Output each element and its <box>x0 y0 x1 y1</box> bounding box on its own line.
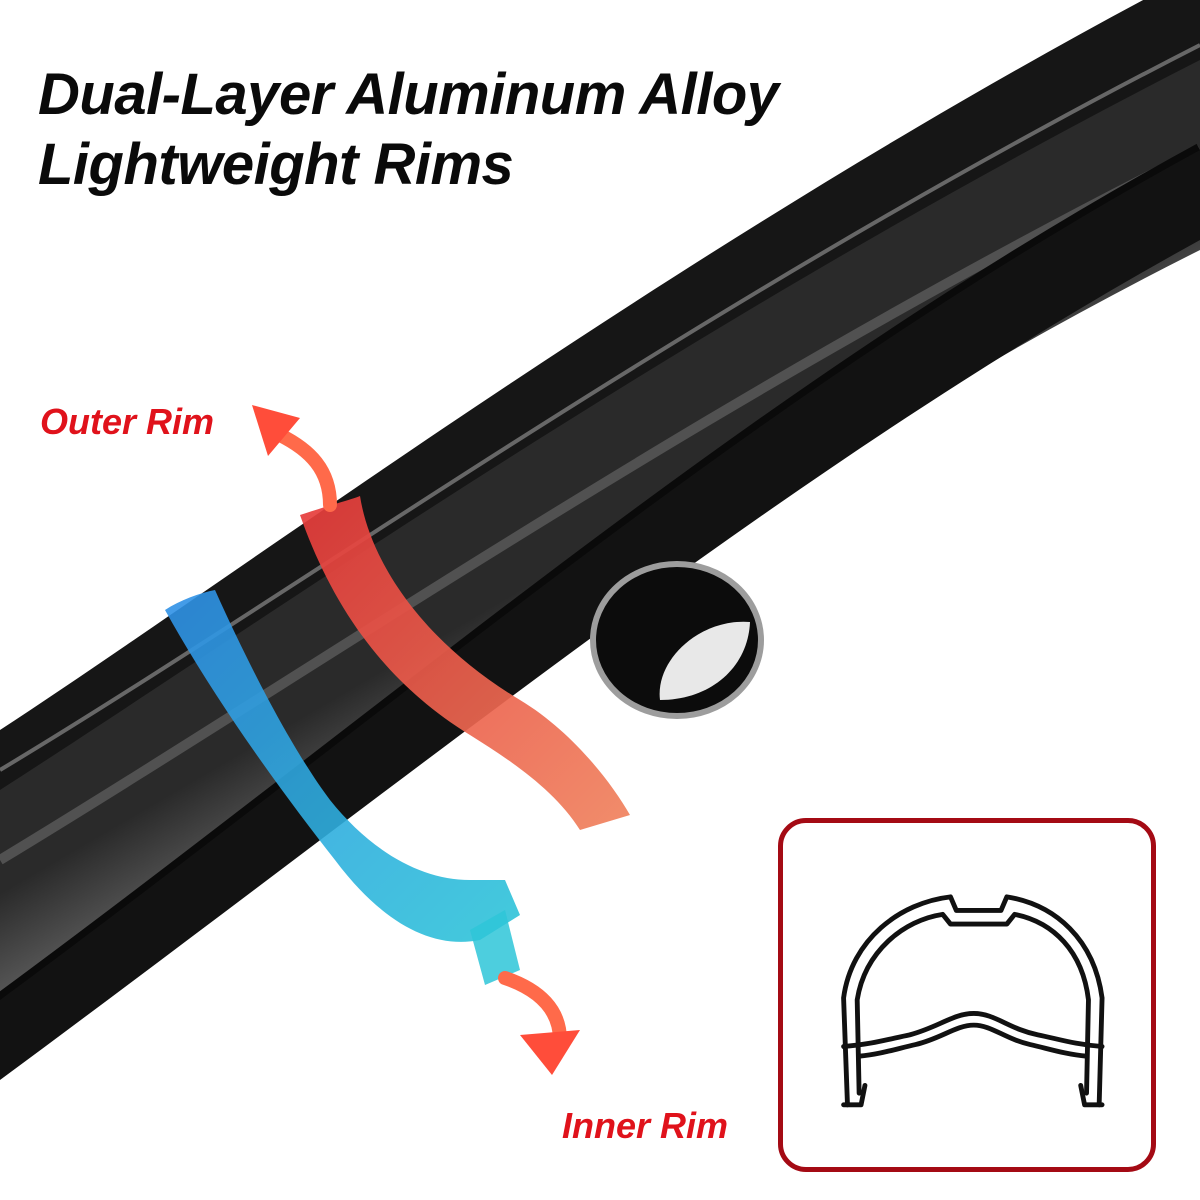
valve-hole-icon <box>590 561 764 719</box>
rim-cross-section-icon <box>841 894 1105 1108</box>
inner-rim-band-tab <box>470 910 520 985</box>
outer-rim-band <box>300 496 630 830</box>
rim-highlight-mid <box>0 145 1200 865</box>
curved-arrow-down-icon <box>498 971 580 1075</box>
curved-arrow-up-icon <box>252 405 337 512</box>
rim-profile-panel <box>778 818 1156 1172</box>
page-title-line-1: Dual-Layer Aluminum Alloy <box>38 62 779 127</box>
page-title-line-2: Lightweight Rims <box>38 132 514 197</box>
outer-rim-label: Outer Rim <box>40 401 215 442</box>
inner-rim-band <box>165 590 520 942</box>
rim-highlight-upper <box>0 43 1200 772</box>
inner-rim-label: Inner Rim <box>562 1105 729 1146</box>
